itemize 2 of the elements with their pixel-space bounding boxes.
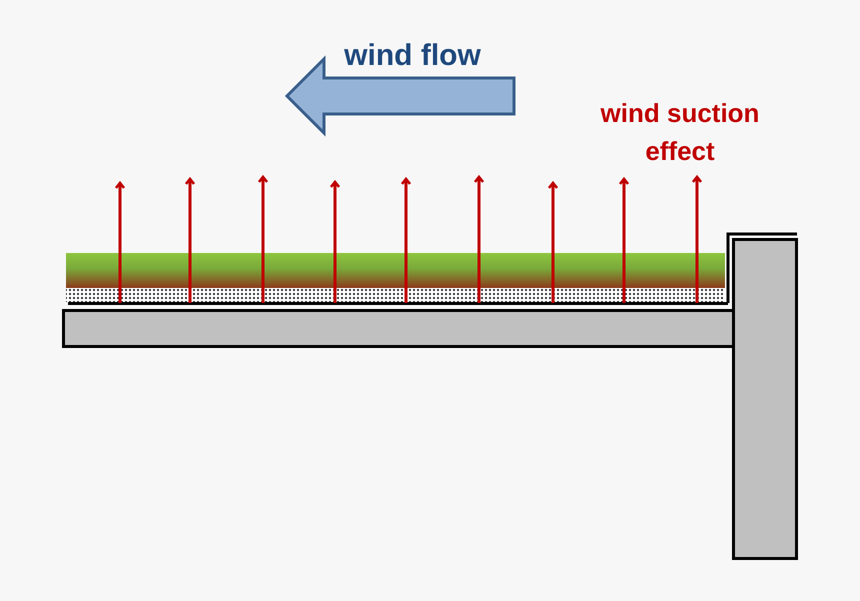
wind-suction-label: wind suction effect [600,97,760,168]
wind-flow-label: wind flow [343,38,482,74]
